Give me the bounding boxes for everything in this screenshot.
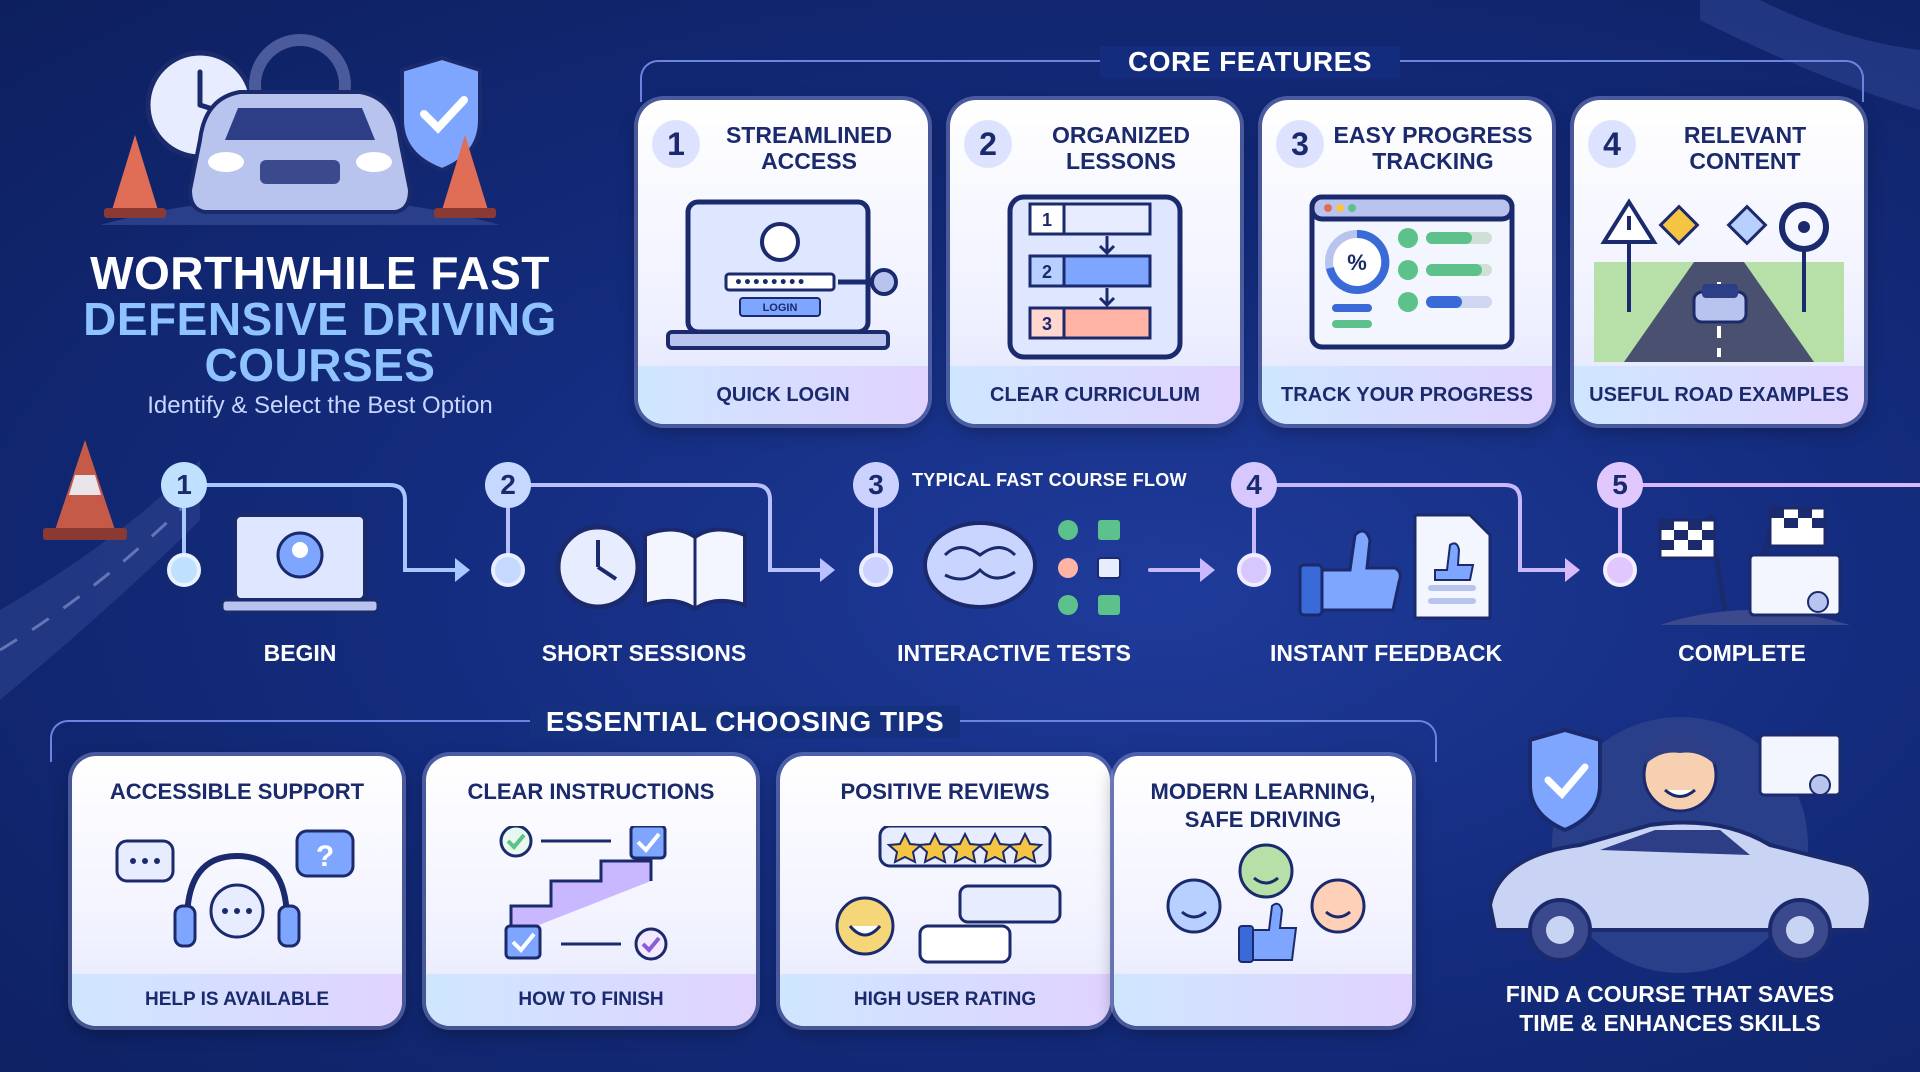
flow-step-number: 3 [853,462,899,508]
star-rating-icon [835,826,1062,964]
lesson-step-2: 2 [1042,262,1052,282]
laptop-user-icon [220,513,380,614]
shield-check-icon [400,55,482,173]
svg-text:?: ? [316,840,334,873]
closing-message: FIND A COURSE THAT SAVES TIME & ENHANCES… [1460,980,1880,1038]
flow-step-dot [167,553,201,587]
feature-card-streamlined-access[interactable]: 1 STREAMLINED ACCESS •••••••• LOGIN QUIC… [638,100,928,424]
check-icon [1398,228,1418,312]
tip-title: CLEAR INSTRUCTIONS [467,779,715,804]
tips-heading: ESSENTIAL CHOOSING TIPS [530,706,960,738]
flow-step-label: INTERACTIVE TESTS [897,640,1131,666]
flow-step-label: BEGIN [263,640,337,666]
feature-footer: CLEAR CURRICULUM [950,366,1240,424]
steering-wheel-icon [1779,202,1829,312]
title-line-3: COURSES [204,339,436,391]
flow-connector-lines [182,483,1920,582]
flow-step-dot [1237,553,1271,587]
core-features-heading: CORE FEATURES [1100,46,1400,78]
login-button-label: LOGIN [763,302,798,314]
flow-step-dot [1603,553,1637,587]
hero-car-illustration [100,34,500,225]
flow-step-number: 4 [1231,462,1277,508]
lesson-step-3: 3 [1042,314,1052,334]
closing-line-1: FIND A COURSE THAT SAVES [1505,981,1835,1007]
feature-footer: TRACK YOUR PROGRESS [1262,366,1552,424]
arrow-right-icon [455,558,1580,582]
car-front-icon [187,90,413,214]
feature-card-progress-tracking[interactable]: 3 EASY PROGRESS TRACKING % TRACK YOUR PR… [1262,100,1552,424]
tip-card-modern-learning[interactable]: MODERN LEARNING, SAFE DRIVING [1114,756,1412,1026]
checkered-flag-certificate-icon [1658,504,1850,625]
feature-title: RELEVANT CONTENT [1683,122,1807,174]
tip-title: POSITIVE REVIEWS [840,779,1050,804]
feature-card-organized-lessons[interactable]: 2 ORGANIZED LESSONS 1 2 3 CLEAR CURRICUL… [950,100,1240,424]
road-scene-icon [1594,198,1844,362]
tip-footer: HELP IS AVAILABLE [72,974,402,1026]
flow-step-label: SHORT SESSIONS [541,640,747,666]
clock-book-icon [555,524,747,612]
tablet-lessons-icon: 1 2 3 [1007,194,1183,360]
key-icon [838,268,898,296]
flow-step-dot [859,553,893,587]
progress-dashboard-icon: % [1309,194,1515,350]
smiley-thumbs-up-icon [1166,843,1366,963]
title-line-2: DEFENSIVE DRIVING [83,293,557,345]
flow-step-number: 5 [1597,462,1643,508]
driver-avatar [1642,732,1718,813]
feature-number: 2 [964,120,1012,168]
car-icon [1692,284,1748,324]
tip-footer: HOW TO FINISH [426,974,756,1026]
tip-title: MODERN LEARNING, SAFE DRIVING [1150,779,1376,832]
thumbs-up-document-icon [1298,513,1492,620]
certificate-icon [1758,733,1842,797]
driver-car-illustration [1487,717,1873,973]
feature-title: EASY PROGRESS TRACKING [1333,122,1533,174]
lesson-step-1: 1 [1042,210,1052,230]
tip-title: ACCESSIBLE SUPPORT [109,779,365,804]
feature-footer: QUICK LOGIN [638,366,928,424]
flow-step-number: 2 [485,462,531,508]
warning-sign-icon [1600,198,1658,312]
feature-title: ORGANIZED LESSONS [1052,122,1190,174]
tip-footer [1114,974,1412,1026]
feature-number: 1 [652,120,700,168]
percent-symbol: % [1347,250,1367,275]
shield-check-icon [1528,727,1602,833]
feature-card-relevant-content[interactable]: 4 RELEVANT CONTENT USEFUL ROAD EXAMPLES [1574,100,1864,424]
laptop-login-icon: •••••••• LOGIN [666,199,898,350]
feature-title: STREAMLINED ACCESS [725,122,893,174]
headset-chat-icon: ? [115,829,355,948]
feature-number: 4 [1588,120,1636,168]
flow-step-dot [491,553,525,587]
flow-step-label: COMPLETE [1678,640,1806,666]
title-line-1: WORTHWHILE FAST [90,247,550,299]
tip-card-accessible-support[interactable]: ACCESSIBLE SUPPORT ? HELP IS AVAILABLE [72,756,402,1026]
flow-caption: TYPICAL FAST COURSE FLOW [912,470,1187,490]
brain-quiz-icon [923,520,1121,615]
feature-number: 3 [1276,120,1324,168]
flow-step-label: INSTANT FEEDBACK [1269,640,1503,666]
page-title: WORTHWHILE FAST DEFENSIVE DRIVING COURSE… [60,250,580,388]
feature-footer: USEFUL ROAD EXAMPLES [1574,366,1864,424]
closing-line-2: TIME & ENHANCES SKILLS [1519,1010,1821,1036]
password-mask: •••••••• [734,275,806,291]
steps-checklist-icon [499,826,668,961]
tip-card-clear-instructions[interactable]: CLEAR INSTRUCTIONS HOW TO FINISH [426,756,756,1026]
page-subtitle: Identify & Select the Best Option [147,392,493,419]
tip-footer: HIGH USER RATING [780,974,1110,1026]
traffic-cone-icon [104,135,496,218]
car-side-icon [1487,820,1873,962]
flow-step-number: 1 [161,462,207,508]
tip-card-positive-reviews[interactable]: POSITIVE REVIEWS HIGH USER RATING [780,756,1110,1026]
